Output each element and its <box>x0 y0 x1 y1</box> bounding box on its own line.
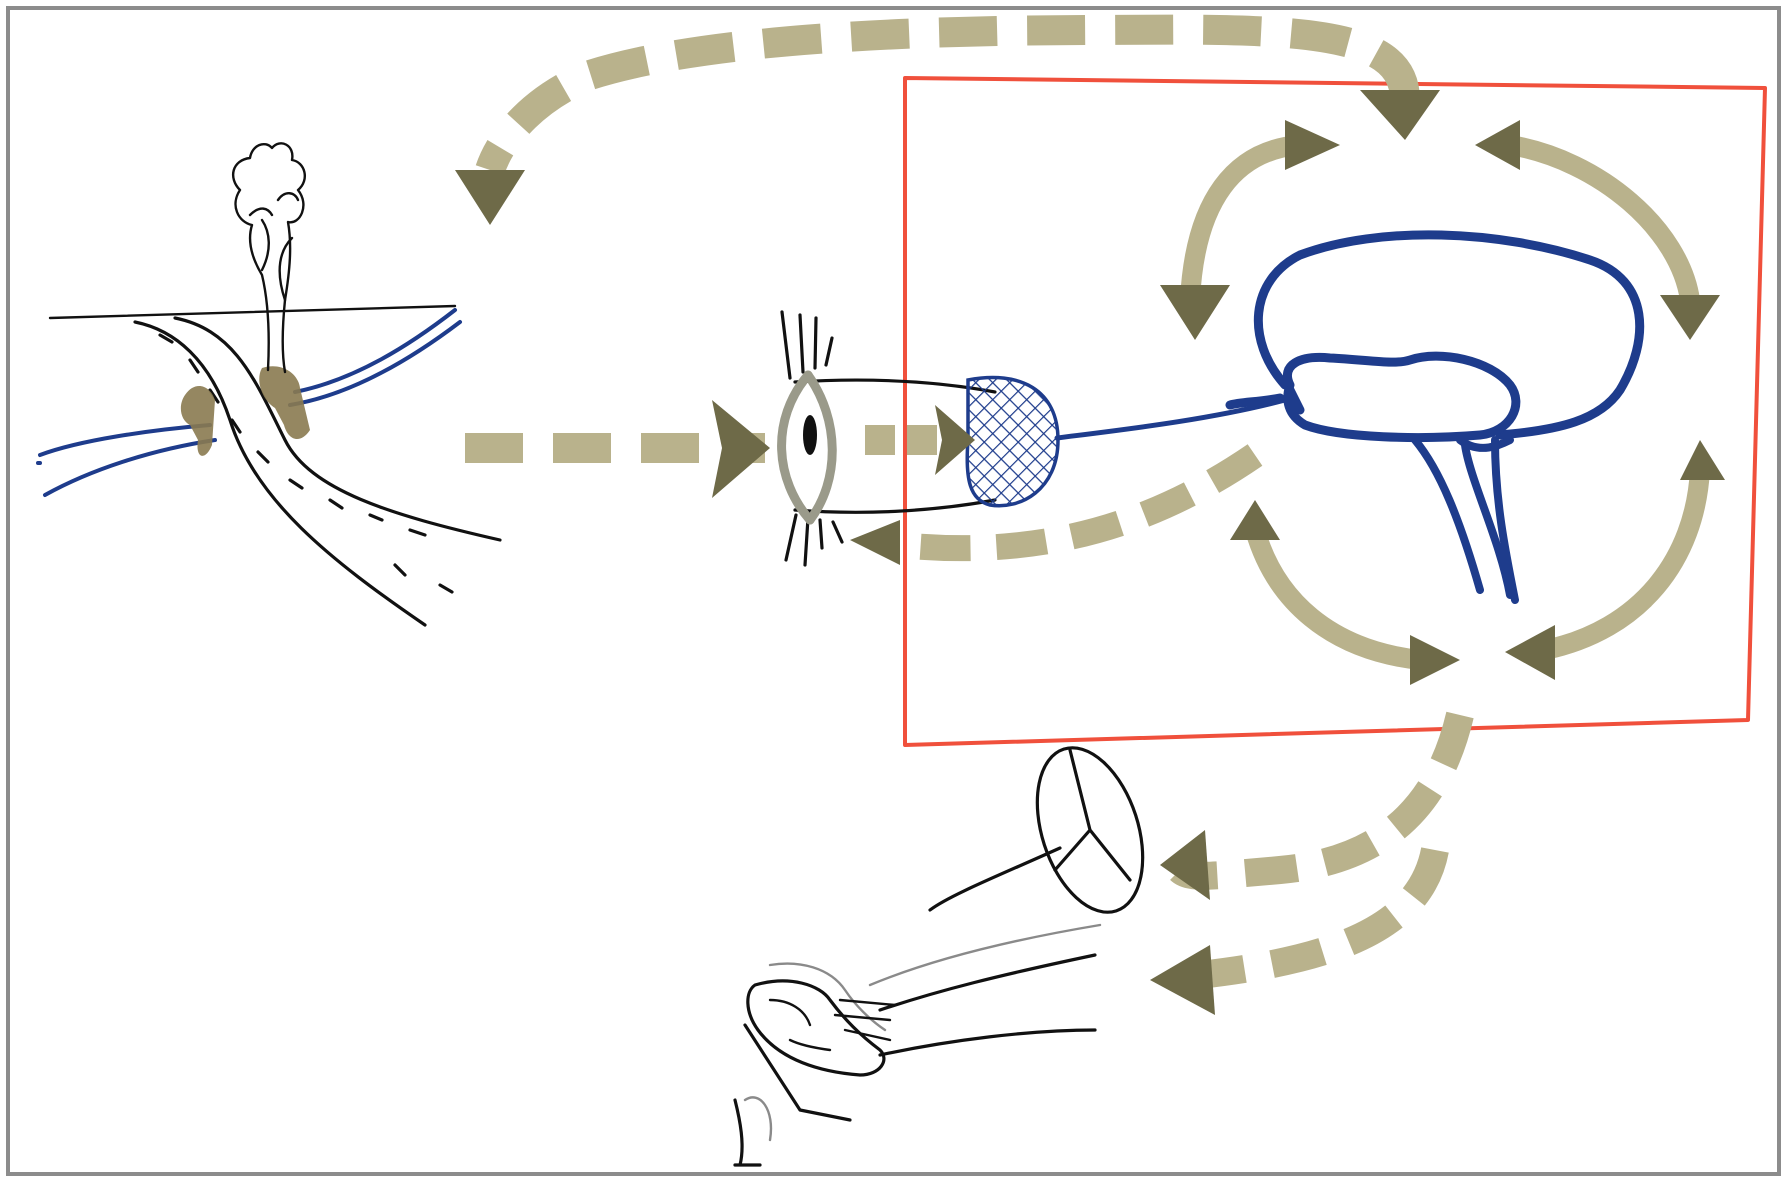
arrow-road-to-eye <box>465 400 770 498</box>
foot-pedal-icon <box>735 925 1100 1165</box>
smoke-plume-icon <box>233 143 305 372</box>
steering-wheel-icon <box>930 734 1162 925</box>
arrow-eye-to-lens <box>865 405 975 475</box>
retina-lens-icon <box>967 378 1058 506</box>
arrow-box-to-controls <box>1150 715 1460 1015</box>
brain-icon <box>1230 235 1640 600</box>
